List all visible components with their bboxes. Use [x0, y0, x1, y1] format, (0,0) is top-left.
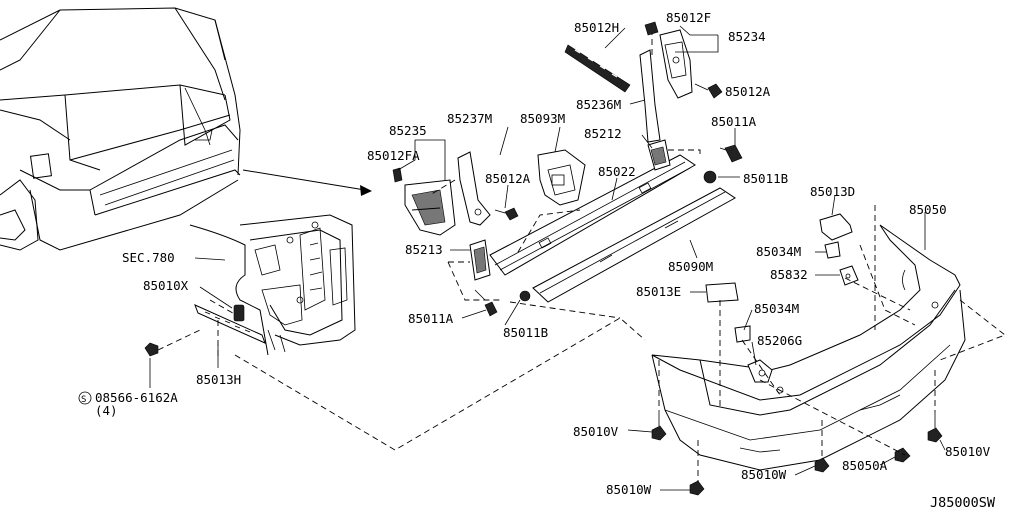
label-85010X: 85010X — [143, 278, 189, 293]
part-85012A-mid-bolt — [494, 207, 519, 221]
part-85213-bracket — [447, 239, 500, 301]
assembly-dashed-lines — [234, 205, 1006, 482]
label-85236M: 85236M — [576, 97, 621, 112]
part-85012H-strip — [564, 44, 631, 93]
part-85011B-right-clip — [703, 170, 717, 184]
part-85012FA-clip — [392, 167, 403, 183]
part-85010V-left-bolt — [651, 410, 667, 441]
part-85011A-bottom-bolt — [474, 289, 498, 317]
label-85012FA: 85012FA — [367, 148, 420, 163]
label-85012A-mid: 85012A — [485, 171, 531, 186]
label-85011A-top: 85011A — [711, 114, 757, 129]
label-08566-6162A: 08566-6162A — [95, 390, 178, 405]
label-85010W-left: 85010W — [606, 482, 652, 497]
part-85206G-bracket — [747, 359, 773, 383]
label-85213: 85213 — [405, 242, 443, 257]
label-85011A-bottom: 85011A — [408, 311, 454, 326]
screw-symbol-icon: S — [78, 391, 92, 405]
part-85010W-left-bolt — [689, 480, 705, 496]
label-08566-qty: (4) — [95, 403, 118, 418]
label-85234: 85234 — [728, 29, 766, 44]
svg-text:S: S — [81, 395, 86, 405]
part-85090M-absorber — [532, 187, 736, 303]
label-85013H: 85013H — [196, 372, 241, 387]
part-85012F-clip — [644, 21, 659, 36]
label-85034M-bottom: 85034M — [754, 301, 799, 316]
label-85012F: 85012F — [666, 10, 711, 25]
label-85011B-bottom: 85011B — [503, 325, 548, 340]
part-85093M-bracket — [537, 149, 586, 206]
body-panel-sec780 — [189, 214, 356, 356]
part-85832-clip — [839, 265, 859, 286]
label-85010W-mid: 85010W — [741, 467, 787, 482]
part-85234-bracket — [659, 29, 693, 99]
part-85010X-clip — [233, 304, 245, 322]
part-08566-screw — [144, 329, 201, 357]
label-85206G: 85206G — [757, 333, 802, 348]
part-85034M-bottom-clip — [734, 325, 751, 343]
drawing-code: J85000SW — [930, 495, 996, 511]
label-85235: 85235 — [389, 123, 427, 138]
part-85236M-stay — [639, 30, 661, 143]
direction-arrow — [242, 169, 372, 196]
part-85010V-right-bolt — [927, 412, 943, 443]
label-85050: 85050 — [909, 202, 947, 217]
part-85011B-bottom-clip — [519, 290, 531, 302]
leader-85235 — [397, 139, 446, 180]
label-85012H: 85012H — [574, 20, 619, 35]
label-85013D: 85013D — [810, 184, 855, 199]
label-85010V-left: 85010V — [573, 424, 619, 439]
label-85832: 85832 — [770, 267, 808, 282]
part-85237M-bracket — [429, 151, 491, 226]
part-85212-bracket — [647, 139, 701, 171]
label-85093M: 85093M — [520, 111, 565, 126]
label-85010V-right: 85010V — [945, 444, 991, 459]
part-85013H-strip — [194, 304, 266, 360]
label-85090M: 85090M — [668, 259, 713, 274]
label-85022: 85022 — [598, 164, 636, 179]
part-85011A-top-bolt — [719, 144, 743, 163]
label-85034M-top: 85034M — [756, 244, 801, 259]
label-85011B-right: 85011B — [743, 171, 788, 186]
part-85013D-pad — [819, 213, 853, 241]
label-85050A: 85050A — [842, 458, 888, 473]
part-labels: 85012H 85012F 85234 85012A 85236M 85011A… — [78, 10, 996, 511]
label-85012A-top: 85012A — [725, 84, 771, 99]
part-85012A-top-bolt — [694, 83, 723, 99]
label-85013E: 85013E — [636, 284, 681, 299]
part-85034M-top-clip — [824, 241, 841, 259]
label-85237M: 85237M — [447, 111, 492, 126]
label-sec780: SEC.780 — [122, 250, 175, 265]
part-85010W-mid-bolt — [814, 457, 830, 473]
vehicle-rear-illustration — [0, 7, 241, 251]
label-85212: 85212 — [584, 126, 622, 141]
part-85022-beam — [489, 154, 696, 276]
part-85050-bumper-fascia — [651, 224, 966, 471]
part-85235-bracket — [404, 179, 456, 236]
part-85013E-pad — [705, 282, 739, 303]
leader-lines — [149, 27, 946, 491]
leader-85234 — [675, 25, 719, 53]
part-85050A-bolt — [894, 447, 911, 463]
